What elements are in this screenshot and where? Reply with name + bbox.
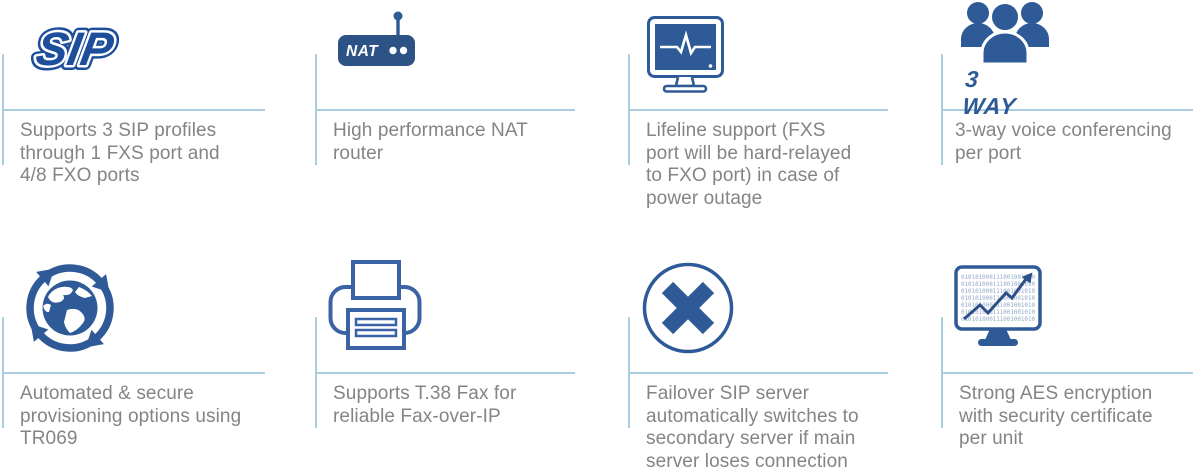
feature-text: Strong AES encryption with security cert… <box>959 383 1153 449</box>
feature-text: 3-way voice conferencing per port <box>955 120 1172 164</box>
nat-router-icon: NAT <box>337 11 423 73</box>
divider-horizontal <box>315 109 575 111</box>
feature-text: High performance NAT router <box>333 120 528 164</box>
divider-horizontal <box>2 372 265 374</box>
binary-row: 010101000111001001010 <box>961 301 1035 309</box>
feature-text: Failover SIP server automatically switch… <box>646 383 859 469</box>
fax-printer-icon <box>328 256 422 352</box>
divider-horizontal <box>2 109 265 111</box>
sip-logo-outline: SIP <box>32 23 117 76</box>
binary-row: 010101000111001001010 <box>961 308 1035 316</box>
feature-text: Supports T.38 Fax for reliable Fax-over-… <box>333 383 517 427</box>
divider-horizontal <box>941 109 1193 111</box>
sip-logo-fill: SIP <box>32 23 117 76</box>
divider-horizontal <box>315 372 575 374</box>
three-way-label: 3 WAY <box>961 66 1018 119</box>
divider-horizontal <box>941 372 1193 374</box>
feature-text: Automated & secure provisioning options … <box>20 383 242 449</box>
feature-text: Supports 3 SIP profiles through 1 FXS po… <box>20 120 220 186</box>
divider-horizontal <box>628 372 888 374</box>
sip-logo-icon: SIP SIP <box>28 20 138 76</box>
divider-horizontal <box>628 109 888 111</box>
binary-row: 010101000111001001010 <box>961 280 1035 288</box>
globe-sync-icon <box>22 260 118 356</box>
binary-row: 010101000111001001010 <box>961 273 1035 281</box>
x-circle-icon <box>642 262 734 354</box>
feature-text: Lifeline support (FXS port will be hard-… <box>646 120 852 209</box>
nat-label: NAT <box>346 43 379 60</box>
binary-row: 010101000111001001010 <box>961 315 1035 323</box>
monitor-heartbeat-icon <box>647 16 725 94</box>
binary-row: 010101000111001001010 <box>961 294 1035 302</box>
binary-row: 010101000111001001010 <box>961 287 1035 295</box>
binary-monitor-icon: 010101000111001001010 010101000111001001… <box>954 265 1042 347</box>
conference-people-icon <box>958 0 1052 66</box>
